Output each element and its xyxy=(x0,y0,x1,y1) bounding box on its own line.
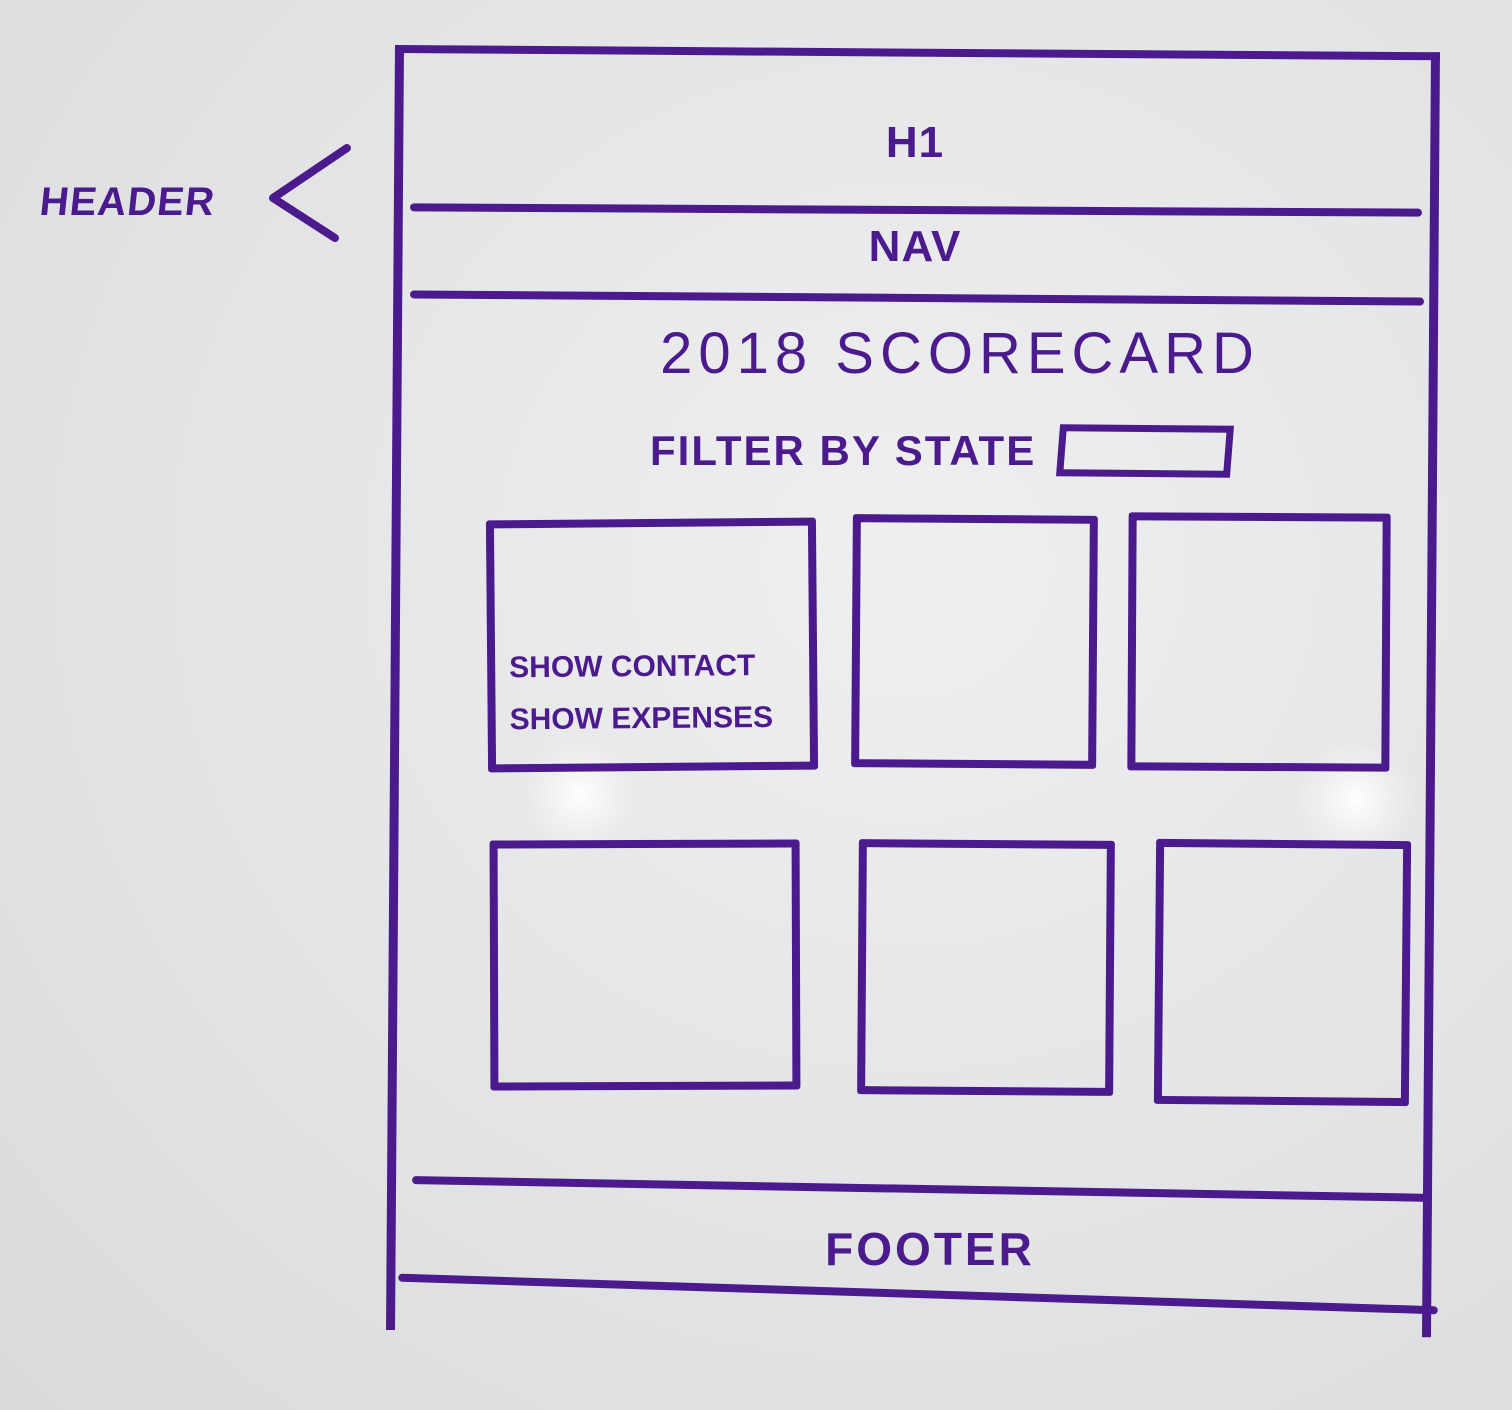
nav-bar[interactable]: NAV xyxy=(868,222,962,271)
card: SHOW CONTACT SHOW EXPENSES xyxy=(485,517,819,773)
page-title: 2018 SCORECARD xyxy=(660,321,1260,386)
card xyxy=(851,514,1098,769)
show-expenses-link[interactable]: SHOW EXPENSES xyxy=(509,700,774,737)
card-links: SHOW CONTACT SHOW EXPENSES xyxy=(509,640,773,746)
show-contact-link[interactable]: SHOW CONTACT xyxy=(509,649,756,685)
card xyxy=(1153,838,1412,1107)
filter-row: FILTER BY STATE xyxy=(650,424,1235,478)
card xyxy=(489,839,801,1091)
state-filter-input[interactable] xyxy=(1056,424,1235,478)
header-annotation: HEADER xyxy=(37,180,218,224)
card xyxy=(1127,512,1391,772)
footer: FOOTER xyxy=(825,1223,1035,1275)
filter-label: FILTER BY STATE xyxy=(650,427,1037,474)
h1-heading: H1 xyxy=(885,118,945,167)
card xyxy=(857,839,1115,1096)
annotation-arrow-icon xyxy=(269,144,351,242)
